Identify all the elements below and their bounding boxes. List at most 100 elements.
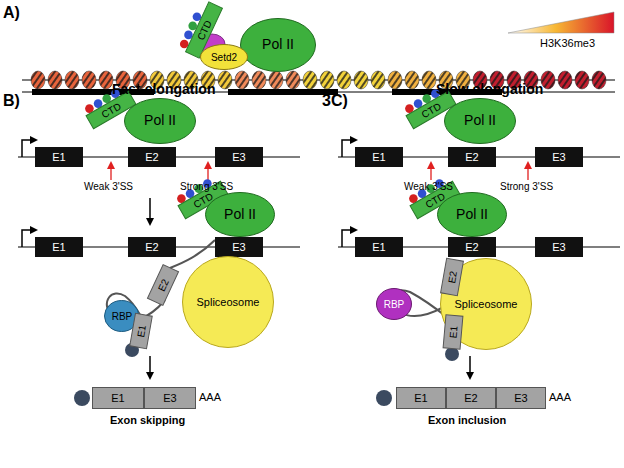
- site-label: Weak 3'SS: [84, 181, 133, 192]
- nucleosome: [99, 71, 113, 89]
- node-label: E2: [465, 241, 478, 253]
- node-label: RBP: [112, 311, 133, 322]
- node-label: Pol II: [144, 113, 176, 128]
- exon-bar: [228, 89, 338, 95]
- nucleosome-stripes: [337, 71, 351, 89]
- panel-letter: 3C): [322, 92, 348, 110]
- ss-arrow: [527, 163, 528, 180]
- node-label: E2: [145, 241, 158, 253]
- outcome-label: Exon inclusion: [428, 414, 506, 426]
- nucleosome: [303, 71, 317, 89]
- nucleosome: [48, 71, 62, 89]
- node-label: E1: [111, 392, 124, 404]
- exon: E3: [215, 237, 263, 257]
- nucleosome: [388, 71, 402, 89]
- spliceosome: Spliceosome: [182, 256, 274, 348]
- node-label: Setd2: [211, 52, 237, 63]
- node-label: E3: [552, 151, 565, 163]
- node-label: Spliceosome: [455, 298, 518, 310]
- step-arrow: [149, 356, 151, 378]
- nucleosome-stripes: [405, 71, 419, 89]
- nucleosome-stripes: [320, 71, 334, 89]
- nucleosome: [252, 71, 266, 89]
- polya-label: AAA: [549, 391, 571, 403]
- exon: E3: [535, 147, 583, 167]
- node-label: E1: [372, 241, 385, 253]
- rbp: RBP: [376, 288, 412, 320]
- pol-ii: Pol II: [124, 98, 196, 144]
- nucleosome: [269, 71, 283, 89]
- ctd-marks: [85, 12, 444, 202]
- nucleosome-stripes: [99, 71, 113, 89]
- node-label: RBP: [384, 299, 405, 310]
- mrna-exon: E1: [396, 387, 446, 409]
- pol-ii: Pol II: [240, 18, 316, 72]
- exon: E1: [355, 147, 403, 167]
- exon: E2: [448, 147, 496, 167]
- panel-letter: A): [3, 4, 20, 22]
- arrow-tick: [22, 230, 36, 247]
- panel-title: Slow elongation: [436, 82, 543, 97]
- nucleosome-stripes: [422, 71, 436, 89]
- exon: E2: [448, 237, 496, 257]
- node-label: E1: [52, 241, 65, 253]
- exon: E2: [128, 147, 176, 167]
- mrna-exon: E3: [144, 387, 196, 409]
- node-label: E2: [446, 270, 459, 284]
- ss-arrow: [110, 163, 111, 180]
- node-label: E3: [514, 392, 527, 404]
- nucleosome: [320, 71, 334, 89]
- node-label: E3: [163, 392, 176, 404]
- nucleosome: [354, 71, 368, 89]
- pol-ii: Pol II: [205, 192, 275, 237]
- mrna-exon: E2: [446, 387, 496, 409]
- polya-label: AAA: [199, 391, 221, 403]
- nucleosome-stripes: [558, 71, 572, 89]
- node-label: E2: [465, 151, 478, 163]
- exon: E1: [35, 147, 83, 167]
- nucleosome: [422, 71, 436, 89]
- nucleosome: [371, 71, 385, 89]
- nucleosome: [337, 71, 351, 89]
- nucleosome-stripes: [82, 71, 96, 89]
- nucleosome-stripes: [388, 71, 402, 89]
- exon: E3: [535, 237, 583, 257]
- node-label: E2: [145, 151, 158, 163]
- nucleosome-stripes: [48, 71, 62, 89]
- nucleosome: [405, 71, 419, 89]
- site-label: Strong 3'SS: [500, 181, 553, 192]
- nucleosome-stripes: [371, 71, 385, 89]
- spliced-exon: E2: [147, 264, 179, 306]
- arrow-tick: [342, 140, 356, 157]
- gradient-wedge: [508, 12, 614, 33]
- outcome-label: Exon skipping: [110, 414, 185, 426]
- site-label: Strong 3'SS: [180, 181, 233, 192]
- panel-title: Fast elongation: [112, 82, 215, 97]
- cap: [74, 390, 90, 406]
- node-label: Pol II: [456, 207, 488, 222]
- step-arrow: [149, 198, 151, 224]
- nucleosome-stripes: [65, 71, 79, 89]
- node-label: E3: [232, 241, 245, 253]
- nucleosome-stripes: [354, 71, 368, 89]
- pol-ii: Pol II: [444, 98, 516, 144]
- pol-ii: Pol II: [437, 192, 507, 237]
- nucleosome: [592, 71, 606, 89]
- nucleosome: [65, 71, 79, 89]
- nucleosome: [575, 71, 589, 89]
- setd2: Setd2: [200, 44, 248, 70]
- nucleosome: [31, 71, 45, 89]
- nucleosome-stripes: [286, 71, 300, 89]
- mrna-exon: E3: [496, 387, 546, 409]
- node-label: E1: [372, 151, 385, 163]
- exon: E1: [35, 237, 83, 257]
- spliced-exon: E1: [443, 314, 464, 349]
- node-label: Pol II: [262, 37, 294, 52]
- node-label: E1: [414, 392, 427, 404]
- nucleosome-stripes: [252, 71, 266, 89]
- exon: E2: [128, 237, 176, 257]
- nucleosome-stripes: [575, 71, 589, 89]
- node-label: E1: [135, 324, 148, 338]
- node-label: E3: [232, 151, 245, 163]
